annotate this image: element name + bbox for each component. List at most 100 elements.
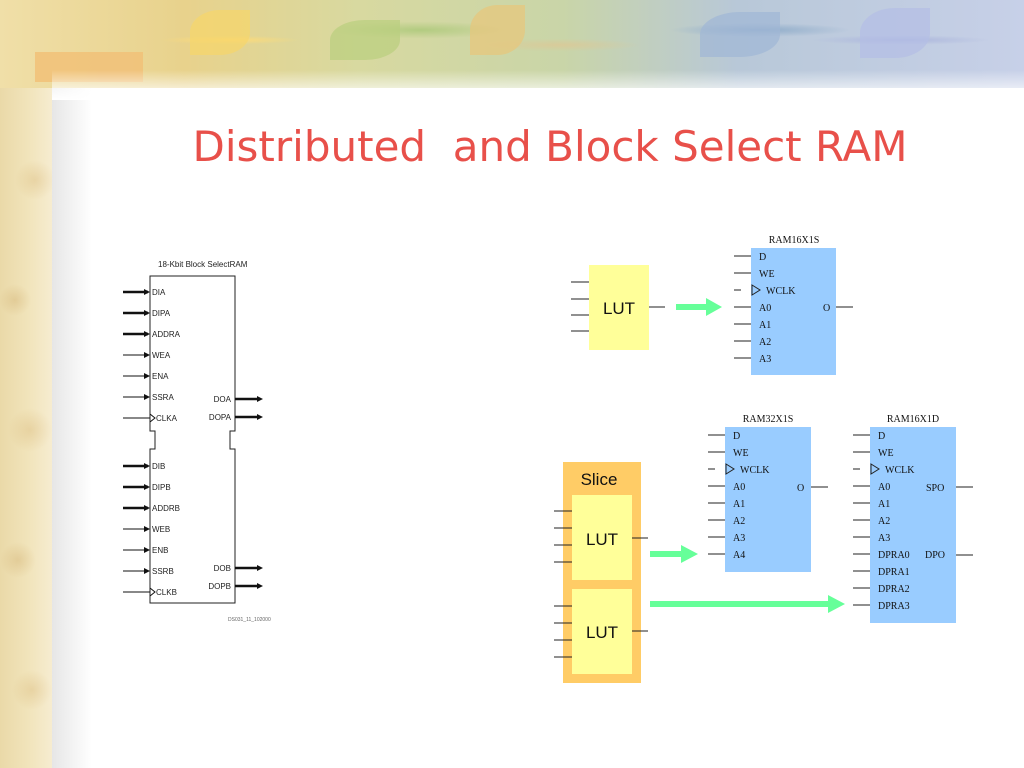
ram16x1d-block: RAM16X1D DWEWCLKA0A1A2A3DPRA0DPRA1DPRA2D… (853, 414, 973, 623)
ram32x1s-pin-label: A2 (733, 516, 745, 527)
port-a-pin-label: WEA (152, 351, 171, 360)
ram32x1s-pin-label: WE (733, 448, 749, 459)
ram32x1s-output-label: O (797, 483, 804, 494)
clock-triangle-icon (149, 587, 156, 597)
ram32x1s-pin-label: WCLK (740, 465, 770, 476)
lut-label-slice-bottom: LUT (586, 623, 618, 642)
ram32x1s-title: RAM32X1S (743, 414, 794, 425)
port-b-pin-arrow (144, 526, 150, 532)
ram16x1d-pin-label: DPRA3 (878, 601, 910, 612)
port-a-pin-label: CLKA (156, 414, 178, 423)
lut-block-slice-bottom (572, 589, 632, 674)
lut-label-slice-top: LUT (586, 530, 618, 549)
port-b-pin-label: SSRB (152, 567, 174, 576)
port-a-pin-arrow (144, 289, 150, 295)
ram16x1d-pin-label: A2 (878, 516, 890, 527)
arrow-slice-to-ram16x1d (650, 595, 845, 613)
port-b-output-arrow (257, 565, 263, 571)
port-b-output-arrow (257, 583, 263, 589)
ram32x1s-pin-label: D (733, 431, 740, 442)
leaf-decoration (860, 8, 930, 58)
ram16x1d-pin-label: A3 (878, 533, 890, 544)
ram32x1s-pin-label: A4 (733, 550, 745, 561)
port-b-pin-label: ENB (152, 546, 168, 555)
ram16x1d-body (870, 427, 956, 623)
port-a-output-label: DOA (214, 395, 232, 404)
ram16x1s-pin-label: A0 (759, 303, 771, 314)
arrow-slice-to-ram32x1s (650, 545, 698, 563)
port-b-pin-label: CLKB (156, 588, 177, 597)
page-title: Distributed and Block Select RAM (192, 122, 908, 171)
ram16x1s-body (751, 248, 836, 375)
port-a-pin-arrow (144, 310, 150, 316)
port-a-output-arrow (257, 396, 263, 402)
ram16x1d-pin-label: A0 (878, 482, 890, 493)
port-a-pin-label: SSRA (152, 393, 174, 402)
ram16x1d-spo-label: SPO (926, 483, 944, 494)
ram32x1s-body (725, 427, 811, 572)
arrow-lut-to-ram16x1s (676, 298, 722, 316)
port-b-output-label: DOPB (208, 582, 231, 591)
parchment-strip (0, 0, 52, 768)
port-a-pin-arrow (144, 394, 150, 400)
ram32x1s-pin-label: A0 (733, 482, 745, 493)
block-selectram-body (149, 275, 236, 604)
ram16x1d-pin-label: D (878, 431, 885, 442)
leaf-decoration (330, 20, 400, 60)
ram16x1d-pin-label: DPRA0 (878, 550, 910, 561)
ram16x1s-pin-label: WCLK (766, 286, 796, 297)
port-b-pin-label: DIPB (152, 483, 171, 492)
ram16x1s-pin-label: A3 (759, 354, 771, 365)
leaf-decoration (190, 10, 250, 55)
port-a-pin-label: DIA (152, 288, 166, 297)
ram16x1s-pin-label: A2 (759, 337, 771, 348)
port-a-pin-label: DIPA (152, 309, 171, 318)
clock-triangle-icon (725, 463, 735, 475)
port-b-output-label: DOB (214, 564, 231, 573)
banner-fade (52, 70, 1024, 100)
ram16x1d-pin-label: DPRA2 (878, 584, 910, 595)
figure-code: DS031_11_102000 (228, 617, 271, 623)
port-b-pin-arrow (144, 547, 150, 553)
port-b-pin-arrow (144, 505, 150, 511)
leaf-decoration (700, 12, 780, 57)
port-a-pin-label: ENA (152, 372, 169, 381)
ram16x1s-pin-label: WE (759, 269, 775, 280)
ram16x1d-title: RAM16X1D (887, 414, 939, 425)
block-selectram-diagram: 18-Kbit Block SelectRAM DIADIPAADDRAWEAE… (123, 260, 271, 623)
lut-block-top (589, 265, 649, 350)
ram16x1s-pin-label: D (759, 252, 766, 263)
clock-triangle-icon (751, 284, 761, 296)
strip-shadow (52, 0, 92, 768)
ram16x1d-pin-label: DPRA1 (878, 567, 910, 578)
ram16x1d-pin-label: WCLK (885, 465, 915, 476)
clock-triangle-icon (870, 463, 880, 475)
ram16x1s-output-label: O (823, 303, 830, 314)
ram32x1s-pin-label: A1 (733, 499, 745, 510)
port-a-output-label: DOPA (209, 413, 232, 422)
ram16x1d-pin-label: WE (878, 448, 894, 459)
slice-label: Slice (581, 470, 618, 489)
port-a-pin-label: ADDRA (152, 330, 181, 339)
ram32x1s-pin-label: A3 (733, 533, 745, 544)
ram16x1d-dpo-label: DPO (925, 550, 945, 561)
port-b-pin-label: ADDRB (152, 504, 180, 513)
port-b-pin-arrow (144, 568, 150, 574)
port-b-pin-label: DIB (152, 462, 165, 471)
lut-top-group: LUT (571, 265, 665, 350)
port-b-pin-arrow (144, 484, 150, 490)
port-a-output-arrow (257, 414, 263, 420)
ram16x1d-pin-label: A1 (878, 499, 890, 510)
port-a-pins: DIA DIPA ADDRA WEA ENA SSRA CLKA DOA DOPA (123, 288, 263, 423)
lut-label-top: LUT (603, 299, 635, 318)
slice-group: Slice LUT LUT (554, 462, 648, 683)
ram16x1s-title: RAM16X1S (769, 235, 820, 246)
port-b-pin-arrow (144, 463, 150, 469)
ram16x1s-pin-label: A1 (759, 320, 771, 331)
leaf-decoration (470, 5, 525, 55)
